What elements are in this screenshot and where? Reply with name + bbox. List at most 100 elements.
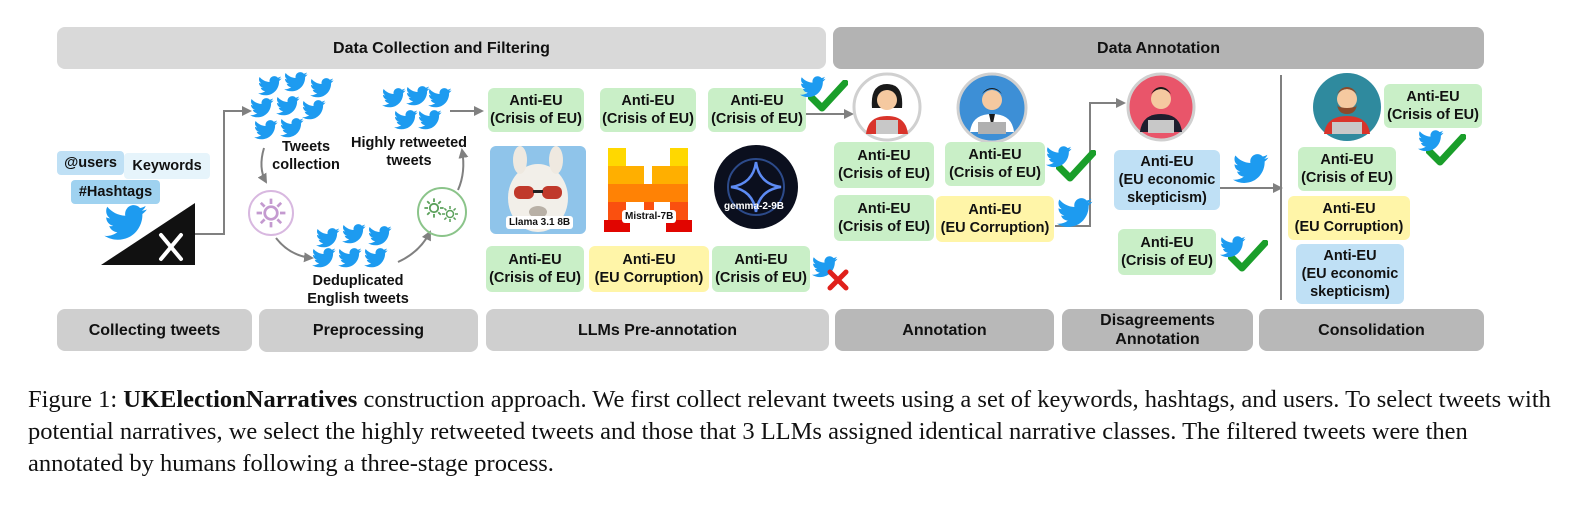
label-line-2: (Crisis of EU) [490, 111, 582, 127]
mistral-logo: Mistral-7B [604, 146, 692, 234]
llm-label-top-3: Anti-EU (Crisis of EU) [708, 88, 806, 132]
label-line-2: (Crisis of EU) [602, 111, 694, 127]
step-annotation-text: Annotation [902, 321, 987, 339]
label-line-2: (EU Corruption) [940, 220, 1050, 236]
bird-icon [428, 88, 452, 108]
bird-icon [1046, 146, 1072, 168]
highly-retweeted-label: Highly retweeted tweets [346, 134, 472, 170]
label-line-1: Anti-EU [508, 252, 562, 268]
bird-icon [276, 96, 300, 116]
caption-prefix: Figure 1: [28, 386, 124, 413]
bird-icon [316, 228, 340, 248]
cross-icon-llm-disagree [826, 268, 850, 292]
label-line-1: Anti-EU [509, 93, 563, 109]
bird-icon [310, 78, 334, 98]
label-line-1: Anti-EU [1406, 89, 1460, 105]
label-line-2: (EU economic [1118, 172, 1216, 188]
llama-icon [508, 146, 568, 232]
consolidation-final-label: Anti-EU (Crisis of EU) [1384, 84, 1482, 128]
label-line-1: Anti-EU [857, 148, 911, 164]
annot-label-1: Anti-EU (Crisis of EU) [834, 142, 934, 188]
bird-icon [258, 76, 282, 96]
label-line-1: Anti-EU [1140, 235, 1194, 251]
llm-label-bottom-2: Anti-EU(EU Corruption) [589, 246, 709, 292]
label-line-2: (Crisis of EU) [1387, 107, 1479, 123]
step-collecting-tweets: Collecting tweets [57, 309, 252, 351]
source-users-chip: @users [57, 151, 124, 175]
tweets-cluster-collection [248, 72, 338, 142]
step-consolidation: Consolidation [1259, 309, 1484, 351]
mistral-icon [604, 148, 692, 232]
bird-icon [382, 88, 406, 108]
step-disagreements-annotation: Disagreements Annotation [1062, 309, 1253, 351]
source-hashtags-chip: #Hashtags [71, 180, 160, 204]
label-line-1: Anti-EU [734, 252, 788, 268]
gemma-logo: gemma-2-9B [713, 144, 799, 230]
header-data-collection-text: Data Collection and Filtering [333, 39, 550, 57]
label-line-1: Anti-EU [1140, 154, 1194, 170]
annot-label-4: Anti-EU(EU Corruption) [936, 196, 1054, 242]
tweets-cluster-retweeted [382, 86, 452, 132]
bird-icon [406, 86, 430, 106]
llama-logo: Llama 3.1 8B [490, 146, 586, 234]
tweets-cluster-deduplicated [312, 222, 402, 270]
source-users-text: @users [64, 155, 117, 171]
step-disagreements-text-1: Disagreements [1100, 312, 1215, 329]
caption-title: UKElectionNarratives [123, 386, 358, 413]
label-line-2: (Crisis of EU) [715, 270, 807, 286]
avatar-annotator-4 [1313, 73, 1381, 141]
annot-label-2: Anti-EU (Crisis of EU) [945, 142, 1045, 186]
source-keywords-text: Keywords [132, 158, 202, 174]
bird-icon [364, 248, 388, 268]
label-line-2: (Crisis of EU) [949, 165, 1041, 181]
step-preprocessing: Preprocessing [259, 309, 478, 352]
header-data-annotation-text: Data Annotation [1097, 39, 1220, 57]
llama-name: Llama 3.1 8B [506, 216, 574, 229]
bird-icon [250, 98, 274, 118]
tweets-collection-line-1: Tweets [281, 139, 331, 155]
step-collecting-text: Collecting tweets [88, 321, 221, 339]
label-line-2: (Crisis of EU) [489, 270, 581, 286]
bird-icon [368, 226, 392, 246]
tweets-collection-line-2: collection [272, 157, 340, 173]
bird-icon [280, 118, 304, 138]
gemma-name: gemma-2-9B [724, 201, 785, 212]
avatar-annotator-3 [1126, 72, 1196, 142]
label-line-2: (Crisis of EU) [838, 166, 930, 182]
label-line-3: skepticism) [1127, 190, 1207, 206]
annot-label-3: Anti-EU(Crisis of EU) [834, 195, 934, 241]
gear-icon-preprocessing-1 [248, 190, 294, 236]
source-keywords-chip: Keywords [124, 153, 210, 179]
step-annotation: Annotation [835, 309, 1054, 351]
highly-retweeted-line-1: Highly retweeted [350, 135, 468, 151]
label-line-1: Anti-EU [1322, 201, 1376, 217]
bird-icon [394, 110, 418, 130]
bird-icon [1233, 154, 1269, 183]
x-logo-icon [101, 203, 195, 265]
bird-icon [338, 248, 362, 268]
step-disagreements-text-2: Annotation [1115, 331, 1200, 348]
label-line-2: (Crisis of EU) [711, 111, 803, 127]
figure-caption: Figure 1: UKElectionNarratives construct… [28, 384, 1568, 480]
label-line-2: (Crisis of EU) [1121, 253, 1213, 269]
label-line-1: Anti-EU [622, 252, 676, 268]
label-line-1: Anti-EU [730, 93, 784, 109]
bird-icon [302, 100, 326, 120]
deduplicated-label: Deduplicated English tweets [298, 272, 418, 308]
disagreement-label-econ: Anti-EU (EU economic skepticism) [1114, 150, 1220, 210]
flow-arrows [195, 75, 1283, 300]
consolidation-label-2: Anti-EU(EU Corruption) [1288, 196, 1410, 240]
mistral-name: Mistral-7B [622, 210, 677, 223]
step-preprocessing-text: Preprocessing [312, 322, 425, 339]
llm-label-top-2: Anti-EU(Crisis of EU) [600, 88, 696, 132]
consolidation-label-1: Anti-EU(Crisis of EU) [1298, 147, 1396, 191]
label-line-1: Anti-EU [968, 147, 1022, 163]
step-llm-preannotation: LLMs Pre-annotation [486, 309, 829, 351]
label-line-1: Anti-EU [857, 201, 911, 217]
gemma-icon [714, 145, 798, 229]
deduplicated-line-1: Deduplicated [312, 273, 404, 289]
bird-icon [1057, 198, 1093, 227]
bird-icon [800, 76, 826, 98]
llm-label-bottom-3: Anti-EU (Crisis of EU) [712, 246, 810, 292]
